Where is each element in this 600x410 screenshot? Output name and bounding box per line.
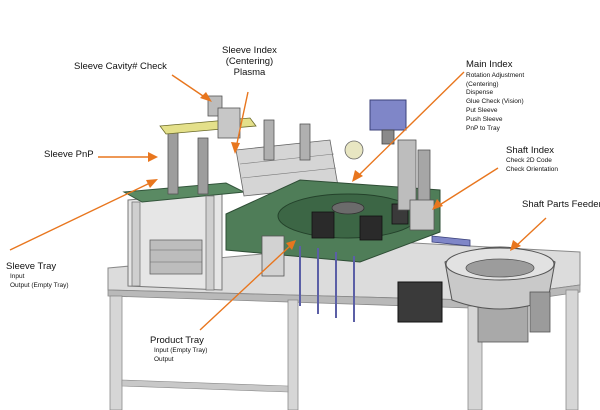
label-main-index-item: Rotation Adjustment: [466, 71, 525, 79]
label-main-index-title: Main Index: [466, 59, 513, 70]
main-index-column: [397, 139, 417, 211]
label-main-index-item: Glue Check (Vision): [466, 98, 524, 106]
feeder-controller: [397, 281, 443, 323]
label-sleeve-cavity-check: Sleeve Cavity# Check: [74, 61, 167, 73]
label-main-index-item: Push Sleeve: [466, 115, 503, 123]
product-tray-stack: [261, 235, 285, 277]
arrowhead: [148, 152, 158, 162]
arrowheads: [146, 92, 521, 251]
sleeve-pnp-column: [167, 129, 179, 195]
label-sleeve-tray-item: Input: [10, 272, 25, 280]
feeder-side-unit: [529, 291, 551, 333]
arrowhead: [510, 240, 521, 251]
label-product-tray-item: Input (Empty Tray): [154, 346, 208, 354]
conveyor-rail: [239, 153, 335, 165]
arrow-shaft-feeder: [515, 217, 547, 247]
label-shaft-index: Shaft Index Check 2D Code Check Orientat…: [506, 145, 559, 174]
label-main-index-item: (Centering): [466, 80, 499, 88]
label-main-index: Main Index Rotation Adjustment (Centerin…: [466, 59, 525, 133]
label-main-index-item: PnP to Tray: [466, 124, 500, 132]
label-main-index-item: Put Sleeve: [466, 106, 498, 114]
label-main-index-item: Dispense: [466, 89, 494, 97]
table-leg: [565, 289, 579, 410]
dial-station: [359, 215, 383, 241]
arrowhead: [286, 240, 296, 250]
arrowhead: [200, 92, 212, 102]
arrowhead: [432, 199, 443, 210]
label-shaft-parts-feeder: Shaft Parts Feeder: [522, 199, 600, 211]
shaft-feed-rail: [431, 235, 471, 247]
label-sleeve-index-line: (Centering): [225, 55, 274, 67]
frame-post: [131, 201, 141, 287]
sleeve-cavity-camera: [217, 107, 241, 139]
label-product-tray-item: Output: [154, 355, 174, 363]
label-sleeve-cavity-check-title: Sleeve Cavity# Check: [74, 61, 167, 72]
label-sleeve-index: Sleeve Index (Centering) Plasma: [222, 45, 277, 79]
sleeve-index-post: [263, 119, 275, 161]
label-sleeve-tray-item: Output (Empty Tray): [10, 281, 69, 289]
label-sleeve-index-line: Plasma: [233, 66, 266, 78]
label-shaft-index-item: Check Orientation: [506, 165, 559, 173]
shaft-index-unit: [409, 199, 435, 231]
label-shaft-index-title: Shaft Index: [506, 145, 555, 156]
dispense-unit: [344, 140, 364, 160]
label-sleeve-tray: Sleeve Tray Input Output (Empty Tray): [6, 261, 69, 290]
frame-post: [205, 195, 215, 291]
arrow-sleeve-index: [235, 91, 249, 149]
arrow-main-index: [357, 71, 465, 177]
conveyor-rail: [241, 167, 337, 179]
label-shaft-index-item: Check 2D Code: [506, 156, 552, 164]
label-sleeve-pnp: Sleeve PnP: [44, 149, 94, 161]
label-sleeve-tray-title: Sleeve Tray: [6, 261, 57, 272]
main-index-hub: [331, 201, 365, 215]
arrowhead: [231, 142, 240, 154]
arrow-product-tray: [199, 245, 291, 331]
arrow-sleeve-cavity: [171, 74, 207, 99]
table-crossbar: [121, 379, 289, 393]
label-sleeve-pnp-title: Sleeve PnP: [44, 149, 94, 160]
label-product-tray-title: Product Tray: [150, 335, 204, 346]
table-leg: [287, 299, 299, 410]
feeder-bowl-inner: [465, 258, 535, 278]
dial-station: [311, 211, 335, 239]
main-index-vision-lens: [381, 129, 395, 145]
label-product-tray: Product Tray Input (Empty Tray) Output: [150, 335, 208, 364]
arrowhead: [352, 170, 363, 182]
callout-arrows: [9, 71, 547, 331]
arrow-shaft-index: [437, 167, 499, 207]
sleeve-index-post: [299, 123, 311, 161]
arrow-sleeve-tray: [9, 181, 153, 251]
tray-drawer: [149, 239, 203, 275]
arrowhead: [146, 179, 158, 188]
main-index-vision-camera: [369, 99, 407, 131]
label-sleeve-index-line: Sleeve Index: [222, 45, 277, 56]
label-shaft-parts-feeder-title: Shaft Parts Feeder: [522, 199, 600, 210]
sleeve-pnp-column: [197, 137, 209, 195]
table-leg: [109, 295, 123, 410]
